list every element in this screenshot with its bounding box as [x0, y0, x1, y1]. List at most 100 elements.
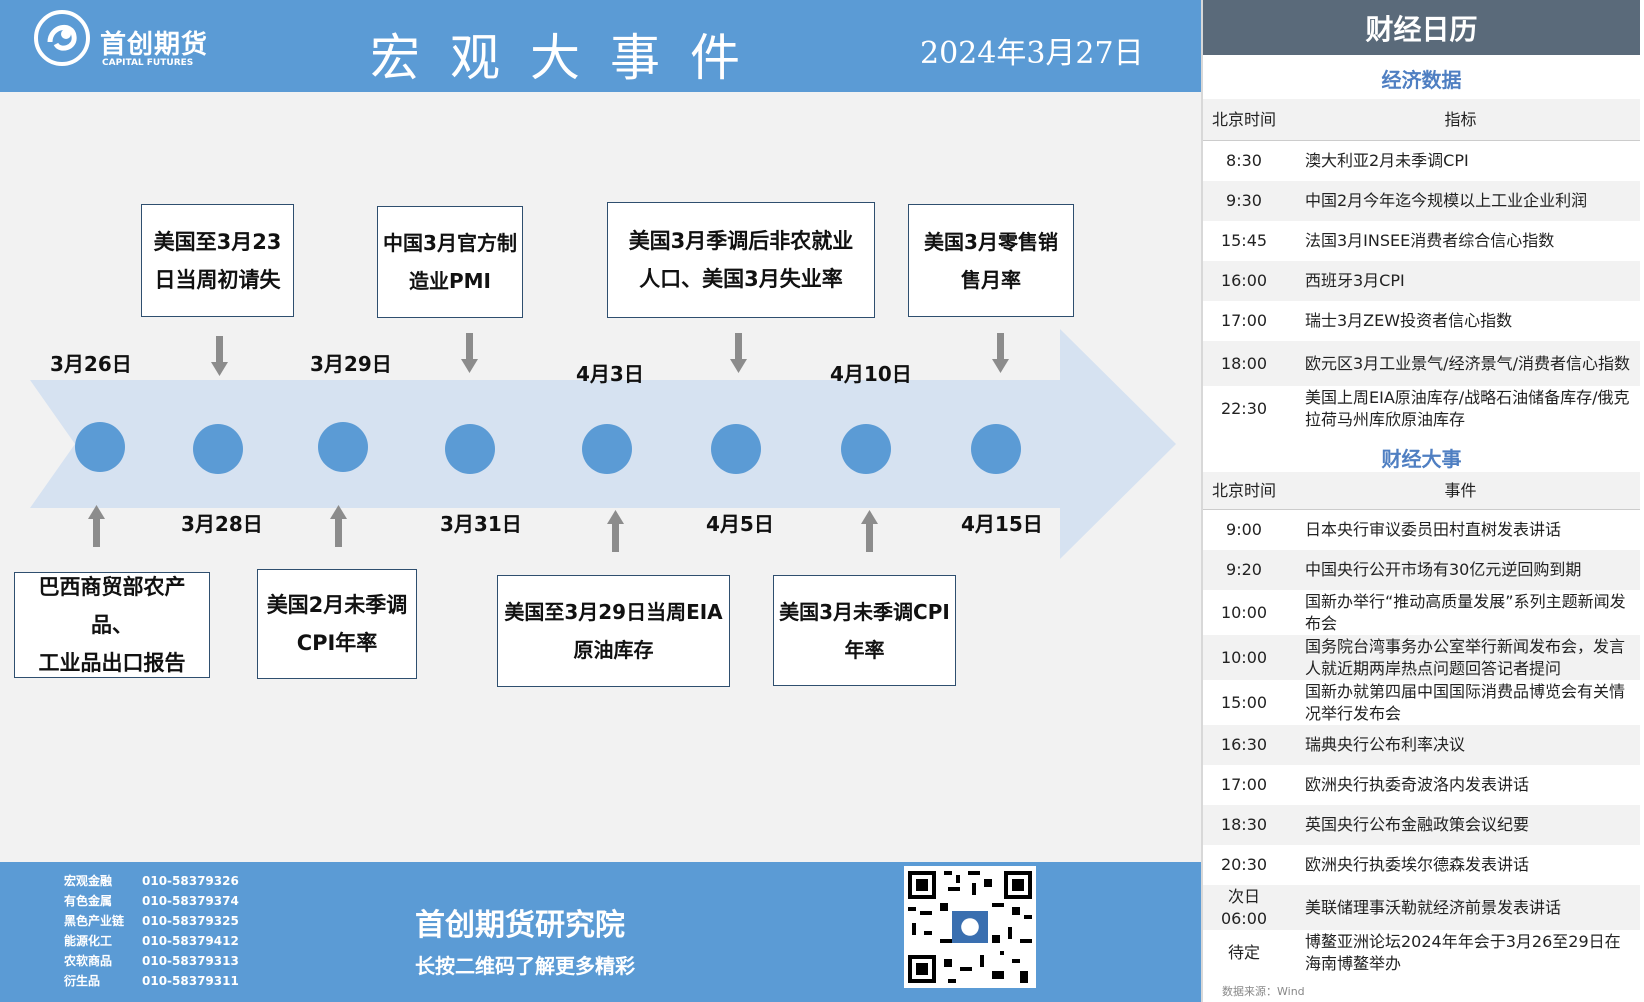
table-row: 次日 06:00 美联储理事沃勒就经济前景发表讲话 [1203, 885, 1640, 930]
table-row: 待定 博鳌亚洲论坛2024年年会于3月26至29日在海南博鳌举办 [1203, 930, 1640, 975]
date-label: 3月31日 [440, 512, 522, 536]
row-desc: 美联储理事沃勒就经济前景发表讲话 [1305, 897, 1562, 917]
table-row: 15:45 法国3月INSEE消费者综合信心指数 [1203, 221, 1640, 261]
date-label: 4月5日 [706, 512, 774, 536]
date-label: 4月3日 [576, 362, 644, 386]
row-desc: 美国上周EIA原油库存/战略石油储备库存/俄克拉荷马州库欣原油库存 [1305, 387, 1630, 429]
row-desc: 中国央行公开市场有30亿元逆回购到期 [1305, 560, 1582, 579]
row-desc: 欧元区3月工业景气/经济景气/消费者信心指数 [1305, 353, 1630, 373]
timeline-dot [582, 424, 632, 474]
col-header-item: 指标 [1444, 109, 1477, 129]
date-label: 3月28日 [181, 512, 263, 536]
qr-code[interactable] [904, 866, 1036, 988]
row-time: 15:00 [1220, 692, 1268, 712]
row-time: 9:00 [1226, 520, 1262, 539]
header-bar [0, 0, 1201, 92]
date-label: 3月29日 [310, 352, 392, 376]
event-box: 美国3月零售销 售月率 [908, 204, 1074, 317]
row-time: 16:30 [1220, 735, 1268, 754]
row-desc: 英国央行公布金融政策会议纪要 [1305, 815, 1530, 834]
econ-table: 北京时间 指标 8:30 澳大利亚2月未季调CPI 9:30 中国2月今年迄今规… [1203, 99, 1640, 431]
row-time: 18:00 [1220, 353, 1268, 373]
up-arrows [88, 505, 878, 552]
table-row: 20:30 欧洲央行执委埃尔德森发表讲话 [1203, 845, 1640, 885]
event-box: 美国至3月23 日当周初请失 [141, 204, 294, 317]
timeline-dot [711, 424, 761, 474]
qr-code-icon [904, 867, 1036, 987]
econ-section-title: 经济数据 [1381, 68, 1462, 92]
row-time: 9:30 [1226, 191, 1262, 210]
row-time: 22:30 [1220, 398, 1268, 418]
col-header-item: 事件 [1444, 480, 1477, 500]
table-row: 8:30 澳大利亚2月未季调CPI [1203, 141, 1640, 181]
timeline-dot [75, 422, 125, 472]
date-label: 4月15日 [961, 512, 1043, 536]
calendar-title: 财经日历 [1203, 0, 1640, 55]
event-box: 美国3月未季调CPI 年率 [773, 575, 956, 686]
logo-text-en: CAPITAL FUTURES [102, 58, 194, 68]
timeline-dot [445, 424, 495, 474]
events-section-title: 财经大事 [1381, 447, 1462, 471]
row-time: 20:30 [1220, 855, 1268, 874]
row-time: 8:30 [1226, 151, 1262, 170]
panel-divider [1201, 0, 1203, 1002]
row-desc: 欧洲央行执委埃尔德森发表讲话 [1305, 855, 1530, 874]
table-header-row: 北京时间 事件 [1203, 472, 1640, 510]
row-time: 10:00 [1220, 647, 1268, 667]
table-row: 16:30 瑞典央行公布利率决议 [1203, 725, 1640, 765]
row-desc: 国务院台湾事务办公室举行新闻发布会，发言人就近期两岸热点问题回答记者提问 [1305, 636, 1626, 678]
row-time: 18:30 [1220, 815, 1268, 834]
row-desc: 国新办就第四届中国国际消费品博览会有关情况举行发布会 [1305, 681, 1626, 723]
row-time: 15:45 [1220, 231, 1268, 250]
data-source-note: 数据来源：Wind [1222, 985, 1305, 998]
table-row: 9:00 日本央行审议委员田村直树发表讲话 [1203, 510, 1640, 550]
table-row: 17:00 瑞士3月ZEW投资者信心指数 [1203, 301, 1640, 341]
event-box: 巴西商贸部农产品、 工业品出口报告 [14, 572, 210, 678]
table-row: 18:30 英国央行公布金融政策会议纪要 [1203, 805, 1640, 845]
row-time: 9:20 [1226, 560, 1262, 579]
table-row: 9:20 中国央行公开市场有30亿元逆回购到期 [1203, 550, 1640, 590]
row-desc: 法国3月INSEE消费者综合信心指数 [1305, 231, 1555, 250]
table-row: 15:00 国新办就第四届中国国际消费品博览会有关情况举行发布会 [1203, 680, 1640, 725]
event-box: 美国3月季调后非农就业 人口、美国3月失业率 [607, 202, 875, 318]
row-desc: 西班牙3月CPI [1305, 271, 1405, 290]
row-desc: 澳大利亚2月未季调CPI [1305, 151, 1469, 170]
table-header-row: 北京时间 指标 [1203, 99, 1640, 141]
table-row: 16:00 西班牙3月CPI [1203, 261, 1640, 301]
timeline-dot [193, 424, 243, 474]
company-logo [32, 8, 202, 72]
table-row: 9:30 中国2月今年迄今规模以上工业企业利润 [1203, 181, 1640, 221]
row-time: 待定 [1227, 942, 1260, 962]
timeline-canvas: 3月26日 3月29日 4月3日 4月10日 3月28日 3月31日 4月5日 … [0, 92, 1201, 862]
page-title: 宏观大事件 [370, 29, 770, 87]
timeline-dot [318, 422, 368, 472]
table-row: 22:30 美国上周EIA原油库存/战略石油储备库存/俄克拉荷马州库欣原油库存 [1203, 386, 1640, 431]
row-desc: 日本央行审议委员田村直树发表讲话 [1305, 520, 1562, 539]
date-label: 3月26日 [50, 352, 132, 376]
row-desc: 博鳌亚洲论坛2024年年会于3月26至29日在海南博鳌举办 [1305, 931, 1621, 973]
timeline-dot [971, 424, 1021, 474]
down-arrows [211, 333, 1009, 376]
row-desc: 中国2月今年迄今规模以上工业企业利润 [1305, 191, 1588, 210]
event-box: 美国至3月29日当周EIA 原油库存 [497, 575, 730, 687]
table-row: 18:00 欧元区3月工业景气/经济景气/消费者信心指数 [1203, 341, 1640, 386]
date-label: 4月10日 [830, 362, 912, 386]
logo-text-cn: 首创期货 [100, 30, 209, 60]
table-row: 10:00 国务院台湾事务办公室举行新闻发布会，发言人就近期两岸热点问题回答记者… [1203, 635, 1640, 680]
row-time: 10:00 [1220, 602, 1268, 622]
footer-tagline: 长按二维码了解更多精彩 [415, 954, 635, 978]
row-desc: 国新办举行“推动高质量发展”系列主题新闻发布会 [1305, 591, 1626, 633]
logo-swirl-icon [34, 10, 90, 66]
row-desc: 瑞典央行公布利率决议 [1305, 735, 1466, 754]
row-time: 17:00 [1220, 775, 1268, 794]
events-table: 北京时间 事件 9:00 日本央行审议委员田村直树发表讲话 9:20 中国央行公… [1203, 472, 1640, 975]
col-header-time: 北京时间 [1211, 109, 1276, 129]
row-time: 16:00 [1220, 271, 1268, 290]
row-time: 次日 06:00 [1220, 886, 1268, 928]
table-row: 10:00 国新办举行“推动高质量发展”系列主题新闻发布会 [1203, 590, 1640, 635]
